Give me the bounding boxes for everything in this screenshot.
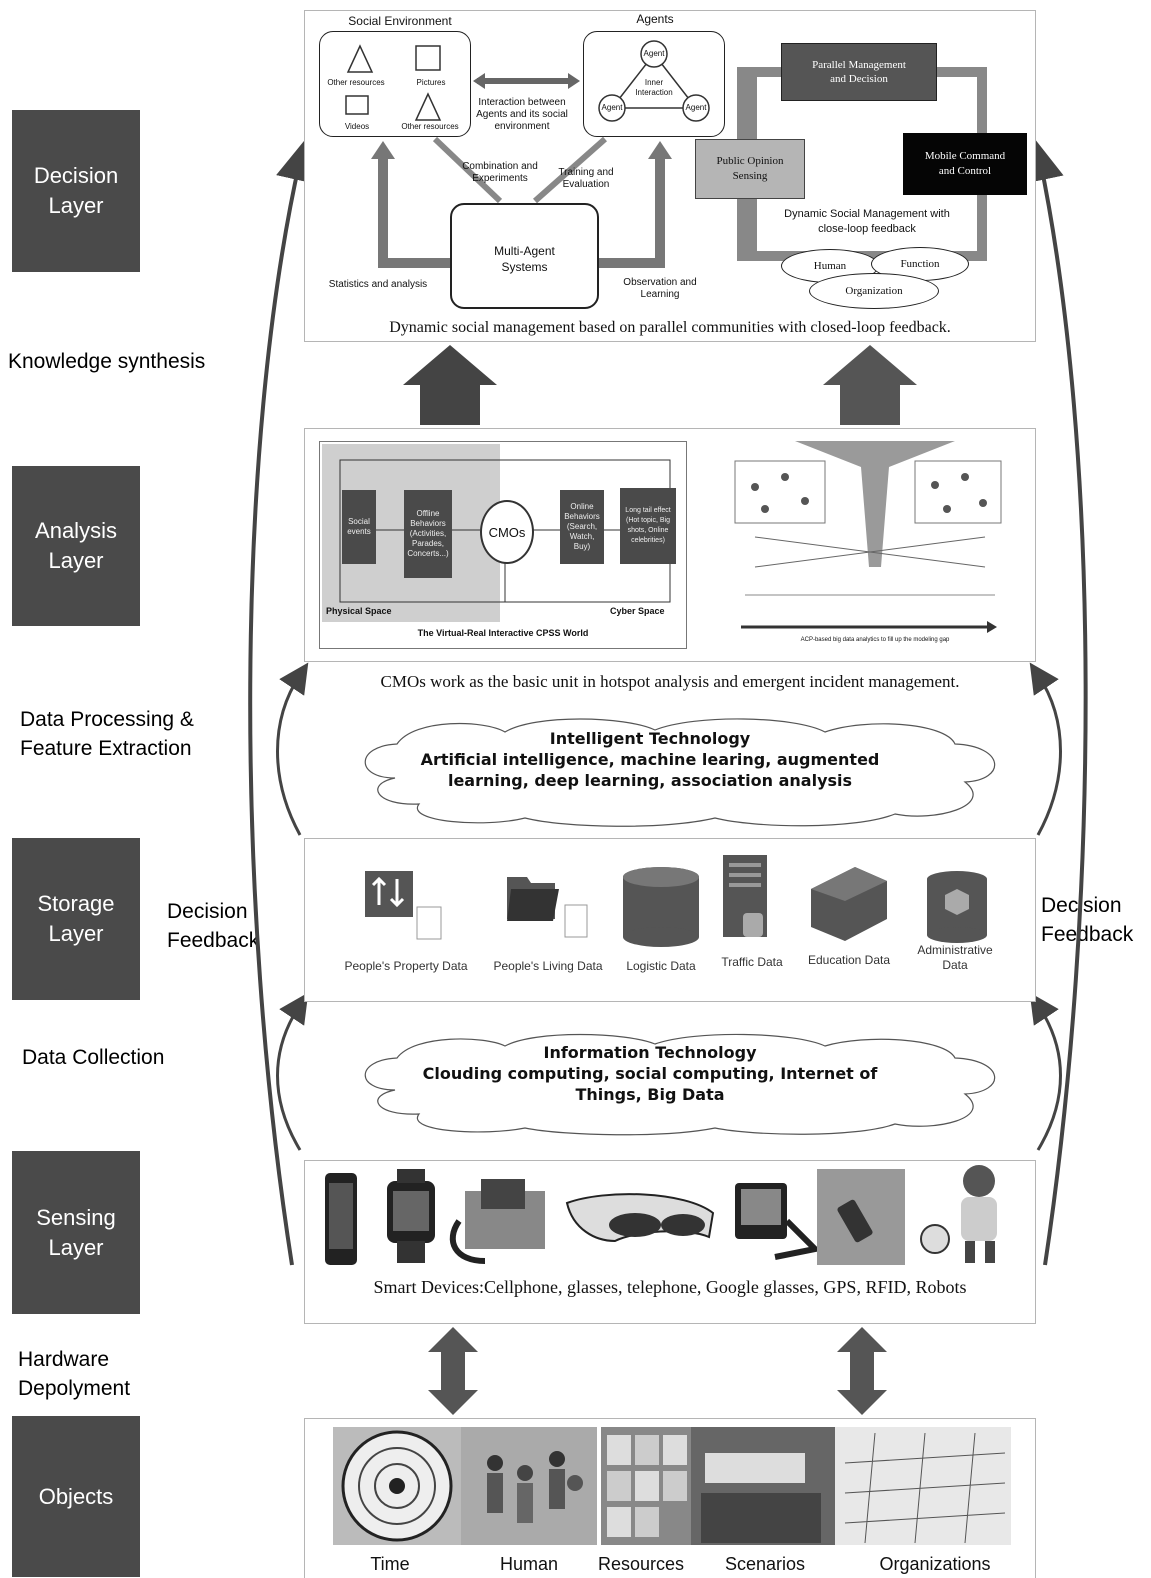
agent-label-right: Agent [685, 103, 707, 112]
information-cloud-shape [364, 1033, 996, 1136]
object-label-resources: Resources [597, 1554, 685, 1574]
right-collection-bracket [1029, 992, 1062, 1151]
parallel-management-box: Parallel Management and Decision [781, 43, 937, 101]
dynamic-management-label: Dynamic Social Management with close-loo… [784, 208, 950, 235]
up-arrow-right [823, 345, 917, 425]
object-label-time: Time [370, 1554, 410, 1574]
decision-feedback-left-label: Decision Feedback [167, 900, 260, 952]
information-technology-title: Information Technology [543, 1043, 757, 1062]
cpss-diagram: Social events Offline Behaviors (Activit… [319, 441, 687, 649]
cmos-circle: CMOs [480, 500, 534, 564]
online-behaviors-box: Online Behaviors (Search, Watch, Buy) [560, 490, 604, 564]
statistics-label: Statistics and analysis [328, 279, 428, 290]
decision-panel: Social Environment Other resources Pictu… [304, 10, 1036, 342]
intelligent-technology-title: Intelligent Technology [549, 729, 751, 748]
knowledge-synthesis-label: Knowledge synthesis [8, 350, 206, 373]
data-collection-label: Data Collection [22, 1046, 165, 1069]
observation-label: Observation and Learning [623, 277, 697, 300]
offline-behaviors-box: Offline Behaviors (Activities, Parades, … [404, 490, 452, 578]
storage-label-living: People's Living Data [493, 959, 603, 973]
analysis-layer-box: Analysis Layer [12, 466, 140, 626]
smart-device-images [325, 1165, 997, 1265]
training-label: Training and Evaluation [558, 167, 614, 190]
env-item-videos: Videos [344, 122, 370, 131]
storage-label-education: Education Data [807, 953, 891, 967]
sensing-caption: Smart Devices:Cellphone, glasses, teleph… [373, 1277, 967, 1297]
object-images [333, 1427, 1011, 1545]
object-label-scenarios: Scenarios [724, 1554, 806, 1574]
storage-label-property: People's Property Data [344, 959, 468, 973]
agent-label-top: Agent [643, 49, 665, 58]
function-ellipse: Function [871, 247, 969, 281]
storage-label-traffic: Traffic Data [721, 955, 783, 969]
env-item-other-resources-1: Other resources [327, 78, 385, 87]
combination-label: Combination and Experiments [462, 161, 538, 184]
analysis-panel: Social events Offline Behaviors (Activit… [304, 428, 1036, 662]
object-label-organizations: Organizations [879, 1554, 991, 1574]
right-feedback-curve [1024, 140, 1088, 1266]
analysis-caption: CMOs work as the basic unit in hotspot a… [380, 672, 960, 691]
left-processing-bracket [276, 662, 309, 836]
environment-icons [345, 44, 442, 121]
hardware-deployment-label: Hardware Depolyment [18, 1348, 131, 1400]
storage-icons [365, 855, 987, 947]
agent-triangle [598, 40, 710, 122]
storage-panel: People's Property Data People's Living D… [304, 838, 1036, 1002]
double-arrow-left [428, 1327, 478, 1415]
right-processing-bracket [1029, 662, 1062, 836]
long-tail-box: Long tail effect (Hot topic, Big shots, … [620, 488, 676, 564]
social-events-box: Social events [342, 490, 376, 564]
objects-panel: Time Human Resources Scenarios Organizat… [304, 1418, 1036, 1578]
intelligent-technology-body: Artificial intelligence, machine learing… [420, 750, 880, 790]
decision-caption: Dynamic social management based on paral… [389, 319, 951, 336]
up-arrow-left [403, 345, 497, 425]
cpss-world-label: The Virtual-Real Interactive CPSS World [417, 628, 589, 638]
cyber-space-label: Cyber Space [610, 606, 665, 616]
intelligent-cloud-shape [364, 718, 996, 827]
left-collection-bracket [276, 992, 309, 1151]
data-processing-label: Data Processing & Feature Extraction [20, 708, 194, 760]
objects-layer-box: Objects [12, 1416, 140, 1577]
physical-space-label: Physical Space [326, 606, 392, 616]
interaction-label: Interaction between Agents and its socia… [476, 97, 568, 132]
inner-interaction-label: Inner Interaction [635, 78, 673, 97]
acp-funnel-diagram [734, 441, 1002, 633]
multi-agent-systems-box: Multi-Agent Systems [450, 203, 599, 309]
agents-title: Agents [636, 12, 674, 26]
env-item-pictures: Pictures [416, 78, 446, 87]
double-arrow-right [837, 1327, 887, 1415]
acp-label: ACP-based big data analytics to fill up … [800, 637, 950, 643]
env-item-other-resources-2: Other resources [401, 122, 459, 131]
public-opinion-box: Public Opinion Sensing [695, 139, 805, 199]
social-environment-box: Other resources Pictures Videos Other re… [319, 31, 471, 137]
storage-label-logistic: Logistic Data [626, 959, 696, 973]
mas-label: Multi-Agent Systems [494, 244, 555, 274]
organization-ellipse: Organization [809, 273, 939, 309]
storage-label-administrative: Administrative Data [917, 943, 993, 972]
object-label-human: Human [499, 1554, 559, 1574]
agent-label-left: Agent [601, 103, 623, 112]
sensing-panel: Smart Devices:Cellphone, glasses, teleph… [304, 1160, 1036, 1324]
sensing-layer-box: Sensing Layer [12, 1151, 140, 1314]
storage-layer-box: Storage Layer [12, 838, 140, 1000]
mobile-command-box: Mobile Command and Control [903, 133, 1027, 195]
left-feedback-curve [248, 140, 316, 1266]
social-environment-title: Social Environment [348, 14, 452, 28]
agents-box: Agent Agent Agent Inner Interaction [583, 31, 725, 137]
decision-layer-box: Decision Layer [12, 110, 140, 272]
information-technology-body: Clouding computing, social computing, In… [422, 1064, 878, 1104]
